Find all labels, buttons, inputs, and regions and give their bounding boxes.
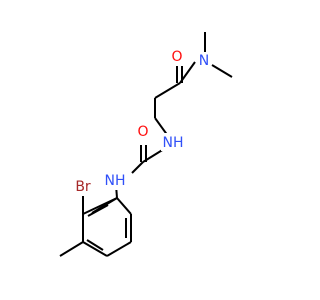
label-bg-lower-nh: [103, 172, 127, 190]
chemical-structure-diagram: O N NH O NH Br: [59, 32, 233, 257]
bond-n-methyl-right: [211, 64, 233, 78]
bromine-label: Br: [75, 179, 91, 195]
bond-ring-1: [116, 197, 132, 215]
atom-labels: O N NH O NH Br: [72, 48, 211, 196]
label-bg-amide-o: [170, 48, 184, 66]
bond-ring-inner-3: [87, 204, 109, 217]
bond-ring-3: [106, 241, 132, 257]
bonds: [59, 32, 233, 257]
bond-urea-c-nh: [131, 161, 144, 174]
bond-ring-methyl: [59, 241, 84, 257]
bond-ring-6: [82, 197, 118, 215]
upper-nh-label: NH: [163, 135, 184, 151]
label-bg-amide-n: [197, 52, 211, 70]
bond-ring-4: [82, 241, 108, 257]
lower-nh-label: NH: [105, 173, 126, 189]
bond-amide-c-n: [179, 61, 196, 84]
bond-c-ch2-a: [154, 82, 181, 99]
bond-ring-inner-2: [86, 239, 104, 251]
urea-oxygen-label: O: [137, 124, 148, 140]
amide-nitrogen-label: N: [199, 53, 209, 69]
label-bg-urea-o: [137, 123, 151, 141]
amide-oxygen-label: O: [171, 49, 182, 65]
label-bg-br: [72, 178, 94, 196]
label-bg-upper-nh: [161, 133, 185, 151]
